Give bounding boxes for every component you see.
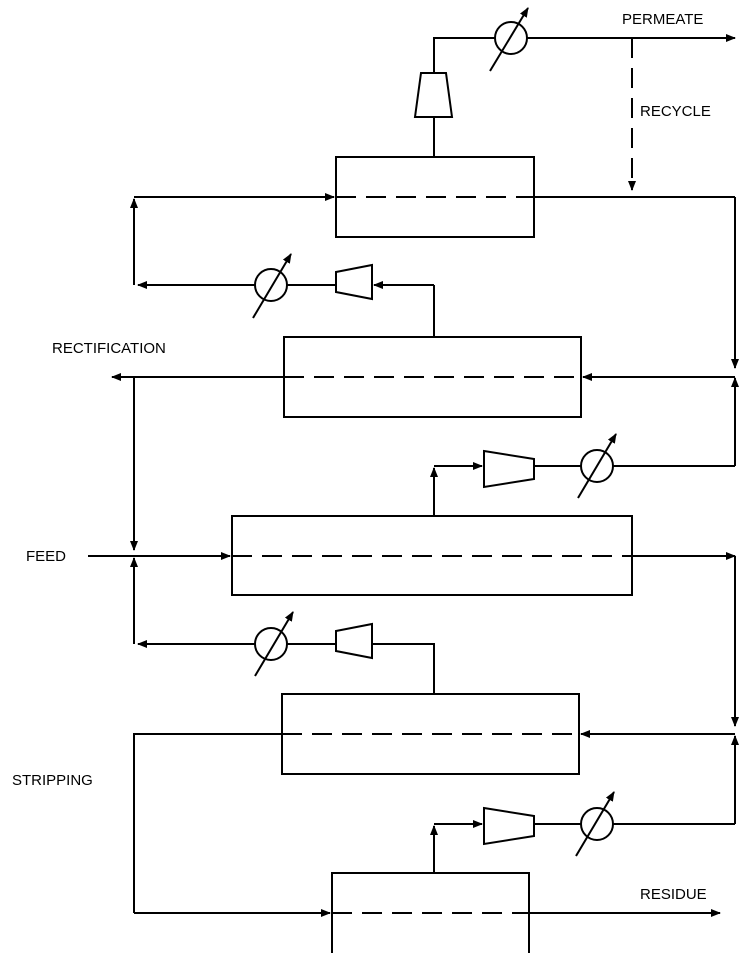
module-1-feed-loop [130, 193, 335, 285]
membrane-module-3 [231, 515, 633, 596]
residue-label: RESIDUE [640, 886, 707, 903]
module-3-permeate-line [430, 377, 739, 516]
module-2-permeate-line [137, 281, 435, 337]
permeate-label: PERMEATE [622, 11, 703, 28]
module-3-retentate-line [632, 552, 739, 727]
module-1-retentate-line [534, 196, 739, 369]
module-5-permeate-line [430, 735, 739, 873]
membrane-module-5 [331, 872, 530, 953]
membrane-module-4 [281, 693, 580, 775]
heat-exchanger-5 [575, 791, 615, 857]
heat-exchanger-2 [252, 253, 292, 319]
compressor-4 [335, 622, 373, 660]
compressor-2 [335, 263, 373, 301]
rectification-label: RECTIFICATION [52, 340, 166, 357]
module-4-retentate-line [133, 733, 331, 917]
heat-exchanger-3 [577, 433, 617, 499]
compressor-top [413, 72, 454, 118]
compressor-5 [483, 806, 535, 846]
permeate-line [433, 34, 736, 157]
recycle-label: RECYCLE [640, 103, 711, 120]
stripping-label: STRIPPING [12, 772, 93, 789]
membrane-module-1 [335, 156, 535, 238]
membrane-module-2 [283, 336, 582, 418]
module-4-permeate-line [130, 557, 435, 694]
compressor-3 [483, 449, 535, 489]
heat-exchanger-top [489, 7, 529, 72]
feed-label: FEED [26, 548, 66, 565]
module-2-retentate-line [111, 373, 284, 551]
